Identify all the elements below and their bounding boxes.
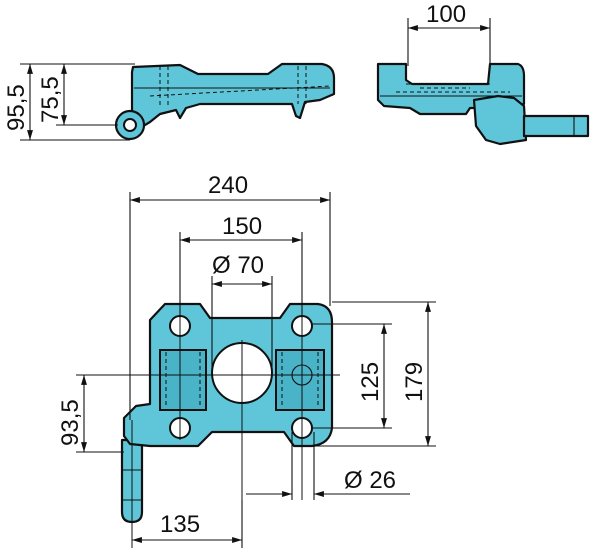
dim-hole-pitch: 125 xyxy=(357,362,384,402)
dim-pin-to-center: 135 xyxy=(160,511,200,538)
side-view-pivot-hole xyxy=(123,118,137,132)
plan-view-pad-right xyxy=(275,349,325,411)
plan-view: 240 150 Ø 70 125 179 93,5 Ø 26 xyxy=(57,172,436,548)
plan-view-pad-left xyxy=(159,349,207,411)
end-view: 100 xyxy=(376,1,590,146)
dim-bore-diameter: Ø 70 xyxy=(212,252,264,279)
dim-overall-height: 179 xyxy=(401,362,428,402)
dim-end-width: 100 xyxy=(426,1,466,28)
side-view-body xyxy=(130,62,336,130)
dim-overall-width: 240 xyxy=(208,172,248,199)
dim-hole-spacing: 150 xyxy=(222,213,262,240)
dim-hole-diameter: Ø 26 xyxy=(344,467,396,494)
side-view: 95,5 75,5 xyxy=(3,62,336,141)
dim-pin-offset: 93,5 xyxy=(57,399,84,446)
end-view-pin xyxy=(522,114,590,138)
dim-side-total-height: 95,5 xyxy=(3,84,30,131)
end-view-hinge xyxy=(472,94,528,146)
dim-side-pivot-height: 75,5 xyxy=(37,76,64,123)
